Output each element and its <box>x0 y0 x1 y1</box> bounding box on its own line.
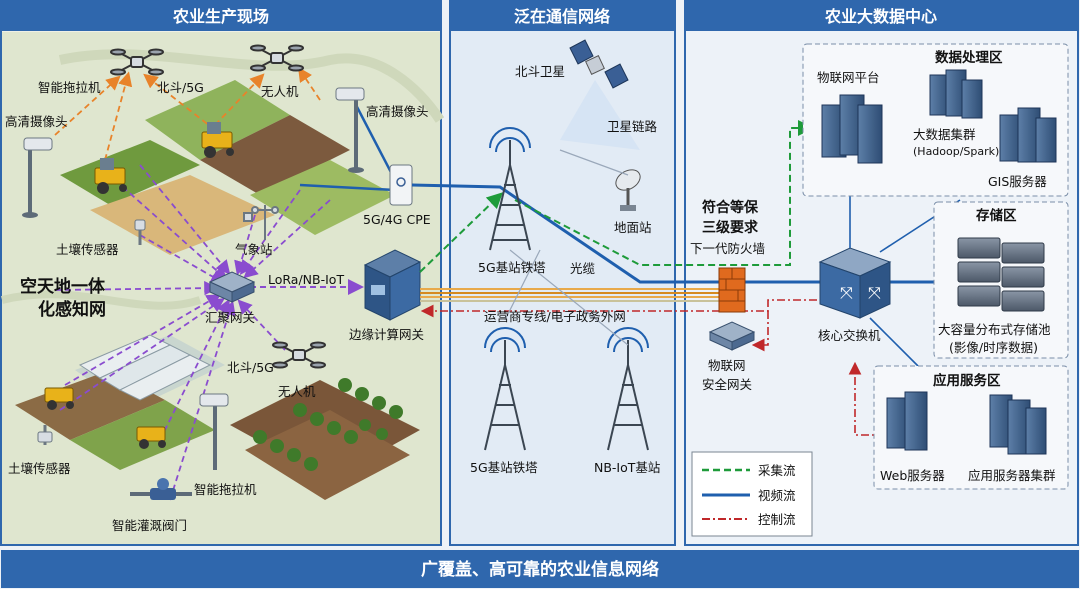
video-local-links <box>299 104 397 192</box>
label-firewall: 下一代防火墙 <box>690 241 765 256</box>
tractor-3 <box>44 387 74 410</box>
label-aggregation-gateway: 汇聚网关 <box>205 310 255 325</box>
label-tower-top: 5G基站铁塔 <box>478 260 546 275</box>
legend: 采集流 视频流 控制流 <box>691 451 813 537</box>
tower-bottom-right <box>607 327 649 451</box>
network-title-line-2: 化感知网 <box>38 299 106 320</box>
label-bigdata: 大数据集群 <box>913 127 976 142</box>
footer-banner: 广覆盖、高可靠的农业信息网络 <box>1 550 1079 588</box>
panel-title-comm: 泛在通信网络 <box>514 7 610 26</box>
label-edge-gateway: 边缘计算网关 <box>349 327 424 342</box>
label-soil-sensor-bottom: 土壤传感器 <box>8 461 71 476</box>
camera-left <box>22 137 53 218</box>
firewall <box>718 267 746 313</box>
label-operator-line: 运营商专线/电子政务外网 <box>484 309 626 324</box>
label-ground-station: 地面站 <box>614 220 652 235</box>
drone-bottom <box>272 341 326 369</box>
drone-top-right <box>250 44 304 72</box>
label-drone-bottom: 无人机 <box>278 384 316 399</box>
label-gis: GIS服务器 <box>988 174 1047 189</box>
beidou-satellite <box>560 39 640 150</box>
control-trunk <box>420 299 990 436</box>
camera-bottom <box>199 393 229 470</box>
label-beidou-bottom: 北斗/5G <box>227 360 274 375</box>
orange-uplinks <box>54 67 321 161</box>
label-cpe: 5G/4G CPE <box>363 212 431 227</box>
storage-zone-title: 存储区 <box>976 207 1017 224</box>
tower-links <box>504 149 629 346</box>
label-iot-platform: 物联网平台 <box>817 70 880 85</box>
svg-text:⤧: ⤧ <box>840 283 853 302</box>
tractor-2 <box>201 122 234 158</box>
label-camera-right: 高清摄像头 <box>366 104 429 119</box>
compliance-line-2: 三级要求 <box>702 219 759 236</box>
label-storage-pool-2: (影像/时序数据) <box>949 340 1038 355</box>
label-drone-top: 无人机 <box>261 84 299 99</box>
storage-pool <box>957 237 1045 312</box>
tower-bottom-left <box>484 327 526 451</box>
weather-station <box>243 205 279 240</box>
label-nbiot: NB-IoT基站 <box>594 460 660 475</box>
legend-control: 控制流 <box>758 512 796 527</box>
soil-sensor-bottom <box>37 425 53 445</box>
edge-gateway <box>363 249 422 321</box>
ground-station <box>615 169 641 211</box>
label-soil-sensor-top: 土壤传感器 <box>56 242 119 257</box>
aggregation-gateway <box>208 271 256 303</box>
label-satellite: 北斗卫星 <box>515 64 565 79</box>
label-fiber: 光缆 <box>570 261 596 276</box>
bigdata-servers <box>929 69 983 119</box>
web-servers <box>886 391 928 451</box>
label-app-cluster: 应用服务器集群 <box>968 468 1056 483</box>
orchard <box>253 378 403 471</box>
app-zone-title: 应用服务区 <box>933 372 1001 389</box>
irrigation-valve <box>130 478 192 500</box>
label-security-gw-2: 安全网关 <box>702 377 752 392</box>
label-lora: LoRa/NB-IoT <box>268 272 344 287</box>
collect-trunk <box>419 120 814 273</box>
legend-video: 视频流 <box>758 488 796 503</box>
compliance-line-1: 符合等保 <box>701 199 759 216</box>
iot-platform-servers <box>821 94 883 164</box>
drone-top-left <box>110 48 164 76</box>
label-tower-bottom: 5G基站铁塔 <box>470 460 538 475</box>
label-web: Web服务器 <box>880 468 945 483</box>
label-camera-left: 高清摄像头 <box>5 114 68 129</box>
label-core-switch: 核心交换机 <box>818 328 881 343</box>
tractor-4 <box>136 426 166 449</box>
label-bigdata-sub: (Hadoop/Spark) <box>913 145 999 158</box>
label-tractor-bottom: 智能拖拉机 <box>194 482 257 497</box>
label-tractor-top: 智能拖拉机 <box>38 80 101 95</box>
greenhouses <box>78 334 212 401</box>
core-switch: ⤧ ⤧ <box>818 247 892 319</box>
fiber-trunk <box>420 288 720 302</box>
legend-collect: 采集流 <box>758 463 796 478</box>
label-valve: 智能灌溉阀门 <box>112 518 187 533</box>
purple-collection-flows <box>54 164 331 501</box>
tractor-1 <box>94 158 127 194</box>
gis-servers <box>999 107 1057 163</box>
soil-sensor-top <box>134 219 146 245</box>
panel-title-datacenter: 农业大数据中心 <box>824 7 937 26</box>
label-storage-pool-1: 大容量分布式存储池 <box>938 322 1051 337</box>
label-beidou-top: 北斗/5G <box>157 80 204 95</box>
processing-zone-title: 数据处理区 <box>935 49 1003 66</box>
footer-title: 广覆盖、高可靠的农业信息网络 <box>421 559 659 580</box>
comm-panel: 泛在通信网络 <box>449 0 676 546</box>
cpe-device <box>389 164 413 206</box>
tower-top <box>489 127 531 251</box>
label-satellite-link: 卫星链路 <box>607 119 658 134</box>
svg-text:⤧: ⤧ <box>868 283 881 302</box>
label-weather-station: 气象站 <box>235 242 273 257</box>
app-servers <box>989 394 1047 455</box>
panel-title-field: 农业生产现场 <box>172 7 269 26</box>
iot-security-gateway <box>708 321 756 351</box>
camera-right <box>335 87 365 173</box>
label-security-gw-1: 物联网 <box>708 358 746 373</box>
network-title-line-1: 空天地一体 <box>20 276 106 297</box>
